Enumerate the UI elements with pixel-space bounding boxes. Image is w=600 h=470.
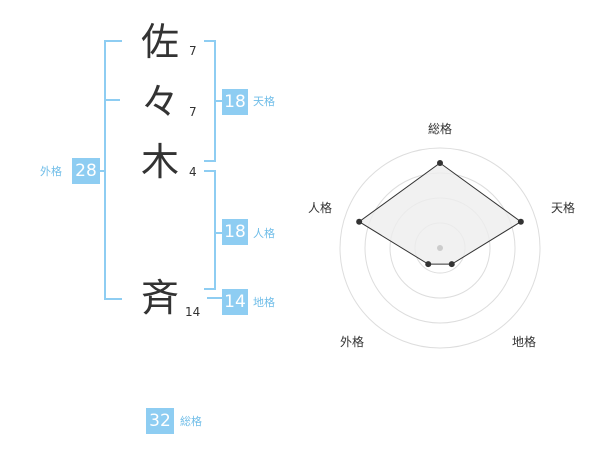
stroke-count-2: 7 xyxy=(189,105,197,119)
radar-center-dot xyxy=(437,245,443,251)
gaikaku-value-badge: 28 xyxy=(72,158,100,184)
name-char-2: 々 xyxy=(140,80,179,124)
tenkaku-value-badge: 18 xyxy=(222,89,248,115)
radar-point xyxy=(437,160,443,166)
radar-label-chikaku: 地格 xyxy=(512,334,536,349)
gaikaku-bracket-mid-tick xyxy=(104,99,120,101)
radar-label-gaikaku: 外格 xyxy=(340,334,364,349)
gaikaku-label: 外格 xyxy=(40,165,62,178)
soukaku-value-badge: 32 xyxy=(146,408,174,434)
soukaku-label: 総格 xyxy=(180,415,202,428)
jinkaku-value-badge: 18 xyxy=(222,219,248,245)
jinkaku-bracket xyxy=(204,170,216,290)
radar-ring xyxy=(339,147,541,349)
radar-label-jinkaku: 人格 xyxy=(308,200,332,215)
chikaku-bracket-tick xyxy=(207,297,222,299)
radar-score-polygon xyxy=(358,162,522,265)
radar-points xyxy=(356,160,524,268)
chikaku-value-badge: 14 xyxy=(222,289,248,315)
stroke-count-1: 7 xyxy=(189,44,197,58)
radar-point xyxy=(448,261,455,268)
tenkaku-label: 天格 xyxy=(253,95,275,108)
tenkaku-bracket-tick xyxy=(214,100,222,102)
radar-point xyxy=(425,261,432,268)
jinkaku-label: 人格 xyxy=(253,227,275,240)
stroke-count-3: 4 xyxy=(189,165,197,179)
jinkaku-bracket-tick xyxy=(214,232,222,234)
chikaku-label: 地格 xyxy=(253,296,275,309)
name-char-4: 斉 xyxy=(140,276,179,320)
fortune-radar-chart: 総格 天格 地格 外格 人格 xyxy=(308,121,575,349)
radar-label-soukaku: 総格 xyxy=(428,121,452,136)
gaikaku-bracket xyxy=(104,40,122,300)
name-char-1: 佐 xyxy=(140,20,179,64)
stroke-count-4: 14 xyxy=(185,305,201,319)
radar-point xyxy=(356,218,363,225)
radar-point xyxy=(517,218,524,225)
name-char-3: 木 xyxy=(140,140,179,184)
radar-label-tenkaku: 天格 xyxy=(551,200,575,215)
